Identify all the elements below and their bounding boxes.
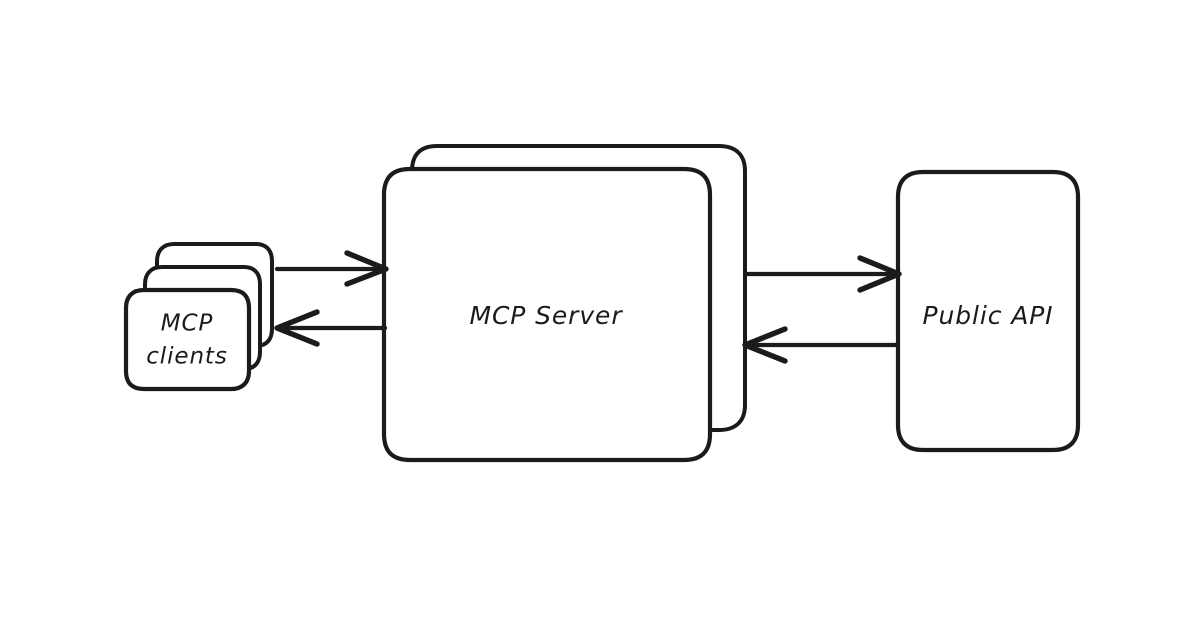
edge-api-to-server-arrowhead bbox=[742, 326, 788, 364]
edge-server-to-api-arrowhead bbox=[857, 255, 902, 293]
edge-server-to-clients[interactable] bbox=[274, 309, 388, 347]
mcp-clients-label-line2: clients bbox=[146, 344, 227, 370]
edge-api-to-server[interactable] bbox=[742, 326, 901, 364]
node-mcp-server[interactable]: MCP Server bbox=[381, 144, 747, 463]
edge-clients-to-server[interactable] bbox=[274, 250, 389, 287]
public-api-card bbox=[895, 169, 1081, 453]
node-public-api[interactable]: Public API bbox=[895, 169, 1081, 453]
mcp-clients-card-front bbox=[123, 287, 252, 392]
edge-server-to-api[interactable] bbox=[742, 255, 902, 293]
edge-server-to-clients-arrowhead bbox=[274, 309, 320, 347]
mcp-server-label: MCP Server bbox=[469, 301, 623, 330]
mcp-server-card-front bbox=[381, 166, 713, 463]
node-mcp-clients[interactable]: MCP clients bbox=[123, 242, 274, 392]
mcp-clients-label-line1: MCP bbox=[161, 311, 213, 337]
edge-clients-to-server-arrowhead bbox=[344, 250, 389, 287]
public-api-label: Public API bbox=[923, 301, 1054, 330]
